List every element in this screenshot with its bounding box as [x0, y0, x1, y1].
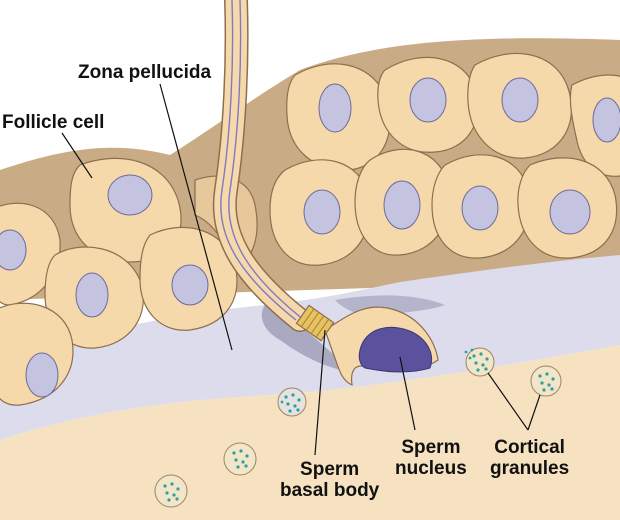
cell-nucleus — [75, 272, 109, 318]
leader-zona-pellucida — [159, 83, 233, 351]
egg-cytoplasm — [0, 345, 620, 520]
label-zona-pellucida: Zona pellucida — [78, 62, 212, 83]
cortical-granules — [154, 347, 562, 508]
cell-nucleus — [383, 180, 421, 230]
cell-nucleus — [592, 97, 620, 143]
label-sperm-basal-body: Sperm basal body — [280, 459, 380, 501]
label-follicle-cell: Follicle cell — [2, 112, 105, 133]
leader-cortical-granules-1 — [487, 372, 529, 431]
leader-lines — [61, 83, 541, 456]
cortical-granule — [464, 347, 495, 377]
sperm-tail — [212, 0, 312, 332]
leader-sperm-basal-body — [314, 329, 326, 456]
cell-nucleus — [171, 264, 209, 306]
cortical-granule — [154, 474, 188, 508]
leader-follicle-cell — [61, 132, 93, 179]
cortical-granule — [223, 442, 257, 476]
leader-cortical-granules-2 — [527, 394, 541, 431]
cell-nucleus — [0, 229, 27, 271]
cortical-granule — [277, 387, 307, 417]
label-sperm-nucleus: Sperm nucleus — [395, 437, 467, 479]
cell-nucleus — [501, 77, 539, 123]
leader-sperm-nucleus — [399, 356, 416, 431]
cell-nucleus — [409, 77, 447, 123]
cell-nucleus — [303, 189, 341, 235]
cell-nucleus — [549, 189, 591, 235]
cell-nucleus — [107, 174, 153, 216]
follicle-nuclei-left — [0, 174, 209, 398]
cell-nucleus — [318, 83, 352, 133]
label-cortical-granules: Cortical granules — [490, 437, 570, 479]
sperm-nucleus — [358, 326, 433, 373]
cell-nucleus — [25, 352, 59, 398]
cell-nucleus — [461, 185, 499, 231]
follicle-nuclei-right — [303, 77, 620, 235]
cortical-granule — [530, 365, 562, 397]
